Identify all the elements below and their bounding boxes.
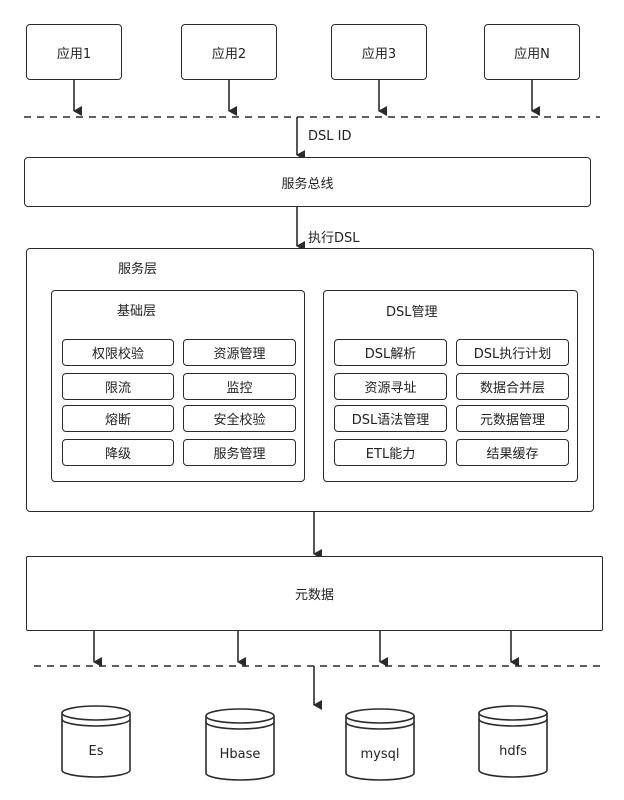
- base-item-label: 权限校验: [91, 347, 144, 362]
- base-item: 安全校验: [183, 405, 296, 432]
- store-label-es: Es: [88, 744, 104, 759]
- base-item: 降级: [62, 439, 174, 466]
- dsl-management-title: DSL管理: [386, 305, 438, 320]
- cylinder-hbase: [205, 708, 275, 781]
- cylinder-es: [61, 705, 131, 778]
- cylinder-hdfs: [478, 705, 548, 778]
- dsl-item: 数据合并层: [456, 373, 569, 400]
- base-item-label: 监控: [226, 381, 253, 396]
- base-item-label: 限流: [104, 381, 131, 396]
- metadata-label: 元数据: [294, 588, 334, 603]
- base-layer-title: 基础层: [117, 304, 157, 319]
- base-item: 限流: [62, 373, 174, 400]
- label-exec-dsl: 执行DSL: [308, 231, 360, 246]
- app-label: 应用3: [361, 46, 397, 62]
- app-box-1: 应用1: [26, 24, 122, 80]
- app-box-2: 应用2: [181, 24, 277, 80]
- app-box-n: 应用N: [484, 24, 580, 80]
- app-label: 应用2: [211, 46, 247, 62]
- app-box-3: 应用3: [331, 24, 427, 80]
- dsl-item: 元数据管理: [456, 405, 569, 432]
- dsl-item-label: 数据合并层: [479, 381, 545, 396]
- dsl-item-label: ETL能力: [365, 447, 416, 462]
- dsl-item-label: 资源寻址: [364, 381, 417, 396]
- base-item: 资源管理: [183, 339, 296, 366]
- dsl-item-label: DSL执行计划: [473, 347, 552, 362]
- app-label: 应用1: [56, 46, 92, 62]
- cylinder-mysql: [345, 708, 415, 781]
- store-label-hbase: Hbase: [219, 747, 261, 762]
- dsl-item: DSL执行计划: [456, 339, 569, 366]
- dsl-item: 结果缓存: [456, 439, 569, 466]
- label-dsl-id: DSL ID: [308, 129, 352, 144]
- base-item: 权限校验: [62, 339, 174, 366]
- store-label-hdfs: hdfs: [499, 744, 527, 759]
- base-item-label: 服务管理: [213, 447, 266, 462]
- dsl-item: ETL能力: [334, 439, 447, 466]
- app-label: 应用N: [514, 46, 550, 62]
- service-bus-label: 服务总线: [281, 176, 334, 192]
- dsl-item-label: 元数据管理: [479, 413, 545, 428]
- service-layer-title: 服务层: [118, 262, 158, 277]
- dsl-item: DSL语法管理: [334, 405, 447, 432]
- base-item-label: 资源管理: [213, 347, 266, 362]
- dsl-item-label: DSL解析: [364, 347, 417, 362]
- dsl-item: DSL解析: [334, 339, 447, 366]
- base-item-label: 熔断: [104, 413, 131, 428]
- metadata-box: 元数据: [26, 556, 603, 631]
- base-item-label: 安全校验: [213, 413, 266, 428]
- service-bus: 服务总线: [24, 157, 591, 207]
- dsl-item-label: 结果缓存: [486, 447, 539, 462]
- base-item: 监控: [183, 373, 296, 400]
- base-item: 服务管理: [183, 439, 296, 466]
- dsl-item: 资源寻址: [334, 373, 447, 400]
- dsl-item-label: DSL语法管理: [351, 413, 430, 428]
- store-label-mysql: mysql: [360, 747, 400, 762]
- base-item: 熔断: [62, 405, 174, 432]
- base-item-label: 降级: [104, 447, 131, 462]
